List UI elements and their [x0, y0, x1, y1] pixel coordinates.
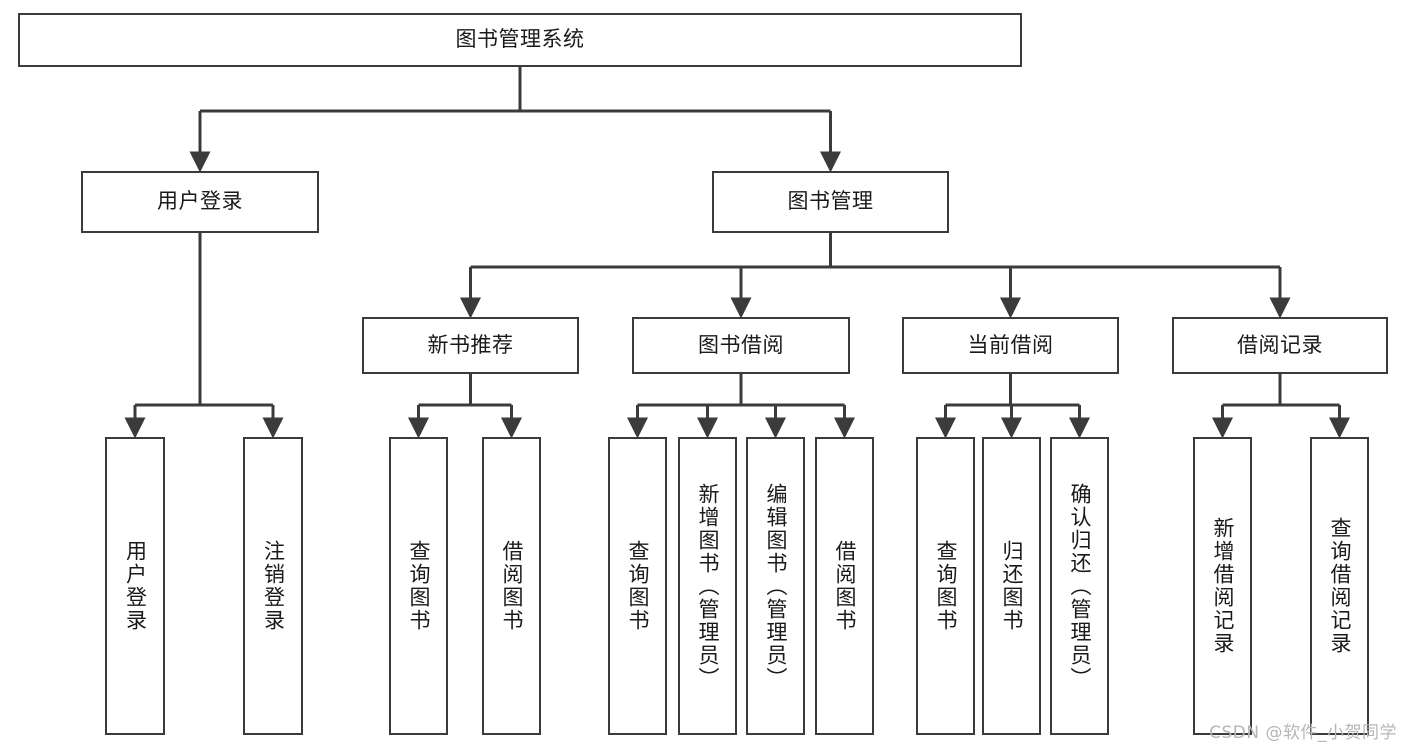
- leaf-edit-book-admin[interactable]: 编辑图书（管理员）: [746, 437, 805, 735]
- node-label: 查询图书: [406, 540, 431, 632]
- leaf-query-book-recommend[interactable]: 查询图书: [389, 437, 448, 735]
- node-label: 新书推荐: [427, 332, 514, 357]
- leaf-query-book-current[interactable]: 查询图书: [916, 437, 975, 735]
- leaf-user-logout[interactable]: 注销登录: [243, 437, 303, 735]
- node-label: 新增借阅记录: [1210, 517, 1235, 655]
- node-label: 用户登录: [157, 189, 243, 214]
- node-label: 当前借阅: [967, 332, 1054, 357]
- leaf-add-borrow-record[interactable]: 新增借阅记录: [1193, 437, 1252, 735]
- node-current-borrow[interactable]: 当前借阅: [902, 317, 1119, 374]
- node-label: 图书管理系统: [455, 27, 585, 52]
- node-borrow-record[interactable]: 借阅记录: [1172, 317, 1388, 374]
- leaf-confirm-return-admin[interactable]: 确认归还（管理员）: [1050, 437, 1109, 735]
- leaf-query-borrow-record[interactable]: 查询借阅记录: [1310, 437, 1369, 735]
- leaf-user-login[interactable]: 用户登录: [105, 437, 165, 735]
- node-label: 用户登录: [123, 540, 148, 632]
- node-root[interactable]: 图书管理系统: [18, 13, 1022, 67]
- node-label: 查询借阅记录: [1327, 517, 1352, 655]
- leaf-query-book-borrow[interactable]: 查询图书: [608, 437, 667, 735]
- node-label: 编辑图书（管理员）: [763, 482, 788, 690]
- node-book-borrow[interactable]: 图书借阅: [632, 317, 850, 374]
- node-user-login[interactable]: 用户登录: [81, 171, 319, 233]
- leaf-borrow-book[interactable]: 借阅图书: [815, 437, 874, 735]
- node-book-manage[interactable]: 图书管理: [712, 171, 949, 233]
- leaf-borrow-book-recommend[interactable]: 借阅图书: [482, 437, 541, 735]
- node-label: 注销登录: [261, 540, 286, 632]
- node-new-book-recommend[interactable]: 新书推荐: [362, 317, 579, 374]
- node-label: 查询图书: [933, 540, 958, 632]
- node-label: 图书管理: [787, 189, 874, 214]
- node-label: 借阅图书: [832, 540, 857, 632]
- leaf-add-book-admin[interactable]: 新增图书（管理员）: [678, 437, 737, 735]
- leaf-return-book[interactable]: 归还图书: [982, 437, 1041, 735]
- node-label: 借阅图书: [499, 540, 524, 632]
- node-label: 借阅记录: [1237, 332, 1323, 357]
- node-label: 查询图书: [625, 540, 650, 632]
- node-label: 新增图书（管理员）: [695, 482, 720, 690]
- csdn-watermark: CSDN @软件_小贺同学: [1209, 723, 1397, 743]
- node-label: 图书借阅: [698, 332, 784, 357]
- node-label: 确认归还（管理员）: [1067, 482, 1092, 690]
- node-label: 归还图书: [999, 540, 1024, 632]
